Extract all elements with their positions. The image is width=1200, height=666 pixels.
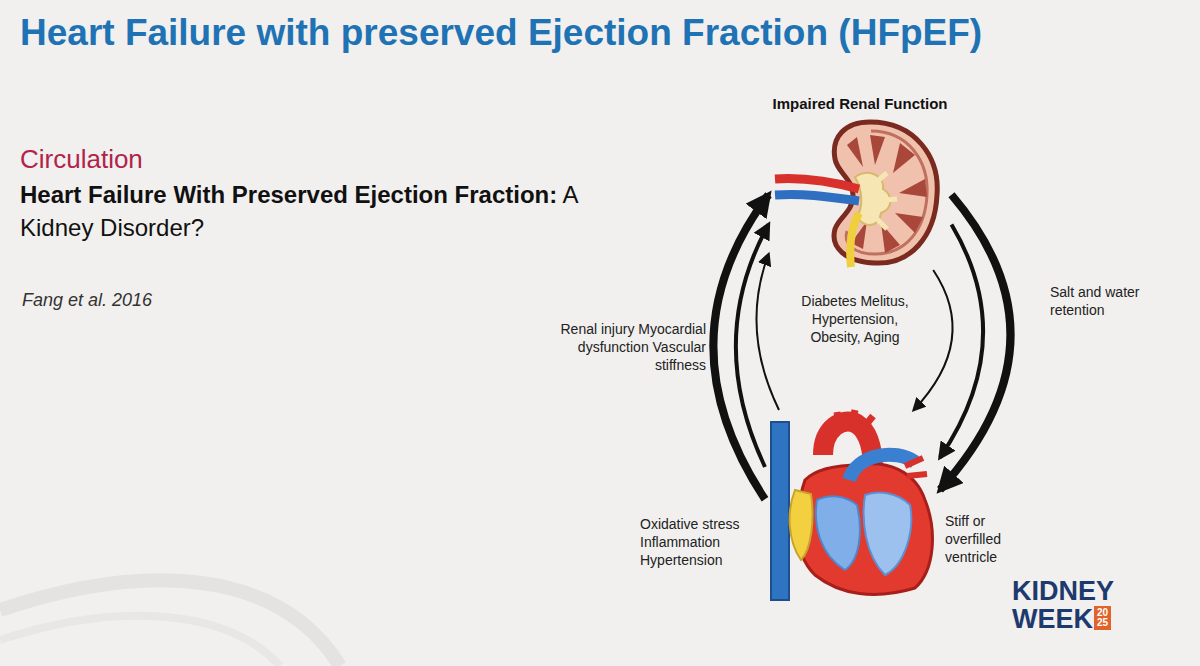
heart-node: Stiff or overfilled ventricle [765, 410, 940, 600]
slide-title: Heart Failure with preserved Ejection Fr… [20, 12, 1185, 54]
organ-heading: Impaired Renal Function [769, 95, 952, 112]
feedback-arrow [914, 270, 953, 410]
heart-illustration [765, 410, 940, 600]
article-title: Heart Failure With Preserved Ejection Fr… [20, 178, 580, 244]
mechanism-list: Oxidative stress Inflammation Hypertensi… [640, 515, 760, 569]
feedback-arrow [756, 254, 779, 410]
arrow-label: Salt and water retention [1050, 283, 1170, 319]
article-title-bold: Heart Failure With Preserved Ejection Fr… [20, 181, 557, 208]
logo-year: 2025 [1094, 606, 1111, 630]
feedback-arrow [713, 195, 768, 500]
journal-name: Circulation [20, 144, 143, 175]
risk-factor-list: Diabetes Melitus, Hypertension, Obesity,… [788, 292, 922, 346]
feedback-arrow [940, 225, 983, 458]
citation: Fang et al. 2016 [22, 290, 152, 311]
kidney-illustration [775, 117, 945, 267]
logo-word: WEEK [1012, 606, 1093, 632]
kidney-node: Impaired Renal Function [769, 95, 952, 270]
arrow-label: Renal injury Myocardial dysfunction Vasc… [546, 320, 706, 374]
logo-word: KIDNEY [1012, 578, 1114, 604]
ventricle-note: Stiff or overfilled ventricle [945, 512, 1037, 566]
feedback-arrow [736, 225, 769, 468]
